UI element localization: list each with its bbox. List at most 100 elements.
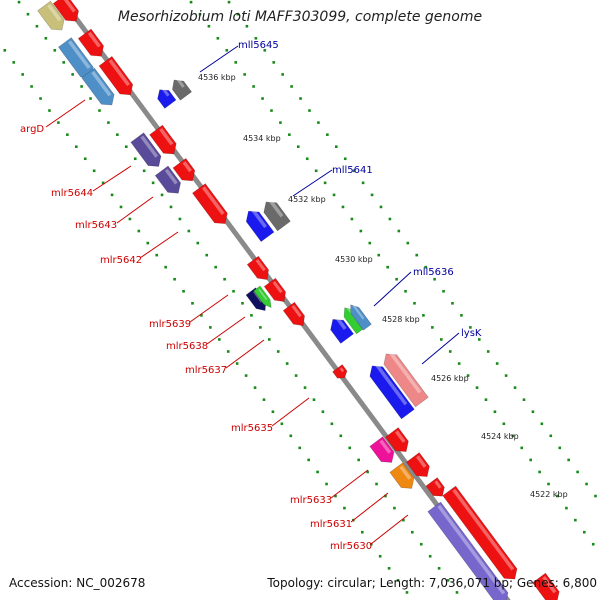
tick-dot [39,97,42,100]
tick-dot [582,530,586,534]
tick-dot [124,145,128,149]
tick-dot [217,338,221,341]
gene-blue-lysk[interactable] [366,361,415,420]
gene-label-mlr5644[interactable]: mlr5644 [51,188,93,199]
gene-label-mll5641[interactable]: mll5641 [332,165,373,176]
tick-dot [128,217,132,221]
gene-label-mlr5638[interactable]: mlr5638 [166,341,208,352]
gene-red-argd[interactable] [98,55,137,99]
gene-label-mlr5633[interactable]: mlr5633 [290,495,332,506]
gene-purple-5644[interactable] [130,132,165,171]
tick-dot [137,229,141,233]
gene-label-mll5636[interactable]: mll5636 [413,267,454,278]
tick-dot [339,434,343,438]
tick-dot [317,121,320,124]
tick-dot [160,193,164,197]
gene-label-mlr5639[interactable]: mlr5639 [149,319,191,330]
gene-blue-5645[interactable] [154,86,177,109]
gene-label-mlr5642[interactable]: mlr5642 [100,255,142,266]
gene-red-5630-a[interactable] [425,477,448,501]
leader-mlr5635 [271,397,310,427]
gene-steel-2[interactable] [81,67,119,110]
tick-dot [298,446,302,450]
tick-dot [263,49,267,52]
gene-magenta-5633[interactable] [369,436,398,467]
gene-red-5642[interactable] [192,183,231,229]
gene-orange-5631[interactable] [389,462,418,493]
tick-dot [422,314,425,317]
tick-dot [540,422,544,426]
gene-blue-5636[interactable] [326,315,354,344]
tick-dot [397,229,401,233]
tick-dot [455,591,459,594]
gene-purple-5643[interactable] [154,165,185,198]
tick-dot [17,0,21,4]
tick-dot [253,386,257,389]
gene-gray-5645[interactable] [168,76,192,101]
tick-dot [262,398,266,401]
gene-label-mlr5631[interactable]: mlr5631 [310,519,352,530]
tick-dot [504,374,508,377]
tick-dot [225,49,229,52]
gene-olive-top[interactable] [37,0,69,35]
tick-dot [387,567,391,570]
tick-dot [574,518,577,522]
gene-red-5644[interactable] [149,124,181,159]
gene-label-argD[interactable]: argD [20,124,44,135]
gene-pink-lysk[interactable] [380,349,429,408]
gene-lavender-5630[interactable] [427,501,512,600]
tick-dot [299,97,302,100]
kbp-label-4528: 4528 kbp [382,315,420,324]
tick-dot [410,530,414,534]
gene-red-5631[interactable] [406,452,433,482]
gene-red-5633[interactable] [385,427,412,457]
tick-dot [352,169,356,173]
gene-red-5637[interactable] [282,301,309,330]
leader-mlr5644 [92,165,132,192]
gene-red-top-1[interactable] [52,0,83,26]
tick-dot [511,434,515,438]
gene-red-top-2[interactable] [77,28,108,61]
gene-red-5630-b[interactable] [442,485,521,584]
gene-red-5635[interactable] [332,364,350,382]
tick-dot [303,386,307,389]
tick-dot [66,133,69,136]
tick-dot [182,289,185,293]
leader-lysK [421,332,460,365]
gene-gray-5641[interactable] [260,197,291,232]
tick-dot [101,181,105,185]
tick-dot [405,591,409,594]
tick-dot [446,579,450,582]
gene-label-lysK[interactable]: lysK [461,328,482,339]
gene-label-mlr5637[interactable]: mlr5637 [185,365,227,376]
gene-red-5643[interactable] [172,157,199,185]
gene-red-5639[interactable] [246,255,273,284]
gene-green-5638[interactable] [253,285,275,310]
tick-dot [245,24,249,28]
accession-text: Accession: NC_002678 [9,576,146,590]
tick-dot [567,458,570,462]
gene-label-mlr5643[interactable]: mlr5643 [75,220,117,231]
tick-dot [3,49,7,52]
tick-dot [341,205,345,209]
tick-dot [35,24,39,28]
gene-red-5638-a[interactable] [263,277,290,306]
tick-dot [272,61,276,64]
gene-label-mlr5635[interactable]: mlr5635 [231,423,273,434]
gene-blue-5641[interactable] [242,206,275,243]
tick-dot [428,554,432,558]
tick-dot [366,470,369,474]
gene-label-mll5645[interactable]: mll5645 [238,40,279,51]
gene-steel-5636[interactable] [347,302,372,331]
tick-dot [348,446,352,450]
tick-dot [379,205,383,209]
tick-dot [26,12,30,16]
tick-dot [133,157,137,161]
gene-red-bottom[interactable] [532,572,564,600]
tick-dot [169,205,173,209]
gene-label-mlr5630[interactable]: mlr5630 [330,541,372,552]
kbp-label-4534: 4534 kbp [243,134,281,143]
tick-dot [549,434,553,438]
tick-dot [259,326,262,329]
